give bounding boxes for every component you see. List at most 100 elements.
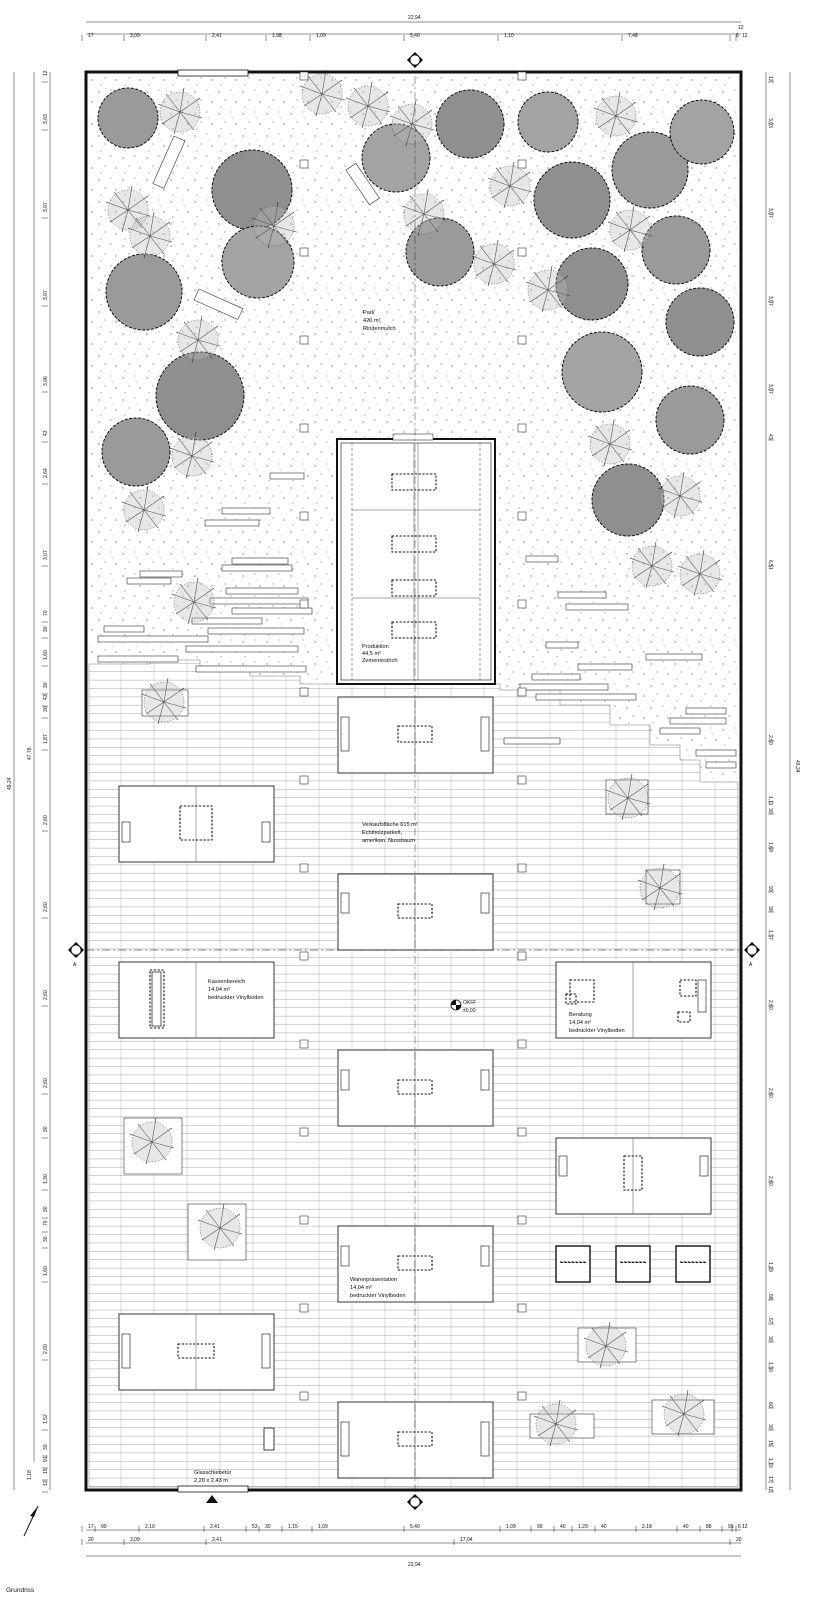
dimension-label: 1,09 [318,1524,328,1530]
north-arrow [23,1505,39,1537]
dimension-label: 3,07 [767,208,773,218]
dimension-label: 53 [252,1524,258,1530]
dim-left-outer: 49,24 [7,777,13,790]
dimension-label: 1,10 [767,1458,773,1468]
svg-text:44,5 m²: 44,5 m² [362,651,381,657]
label-presentation: Warenpräsentation 14,04 m² bedruckter Vi… [350,1277,406,1299]
dimension-label: 93 [767,886,773,892]
dim-top-total: 22,94 [408,15,421,21]
island-7 [337,1401,494,1479]
svg-text:Park: Park [363,310,375,316]
drawing-title: Grundriss [6,1587,35,1594]
dimension-label: 91 [43,1456,49,1462]
dimension-label: 40 [683,1524,689,1530]
dimension-label: 1,30 [767,1362,773,1372]
dimension-label: 1,52 [43,1414,49,1424]
presentation-room [337,1225,494,1303]
svg-text:Rindenmulch: Rindenmulch [363,326,396,332]
dimension-label: 30 [767,906,773,912]
dimension-label: 30 [43,682,49,688]
dimension-label: 17,04 [460,1537,473,1543]
dimension-label: 12 [43,70,49,76]
dimension-label: 1,11 [767,796,773,806]
park-trees [97,69,735,625]
dimension-label: 30 [767,1424,773,1430]
dimension-label: 5,40 [410,1524,420,1530]
dimension-label: 3,07 [767,384,773,394]
label-consulting: Beratung 14,04 m² bedruckter Vinylboden [569,1012,625,1034]
checkout-room [118,961,275,1039]
svg-text:bedruckter Vinylboden: bedruckter Vinylboden [350,1293,406,1299]
dimension-label: 17 [88,1524,94,1530]
svg-text:Kassenbereich: Kassenbereich [208,979,245,985]
dimension-label: 2,60 [43,902,49,912]
label-sliding-door: Glasschiebetür 2,20 x 2,43 m [194,1470,231,1484]
dimension-label: 30 [43,1444,49,1450]
svg-text:14,04 m²: 14,04 m² [569,1020,591,1026]
section-mark-bottom [407,1494,423,1510]
dimension-label: 70 [43,610,49,616]
svg-text:OKFF: OKFF [463,1000,476,1006]
svg-text:A: A [73,962,77,968]
level-marker: OKFF ±0,00 [450,999,476,1014]
dimension-label: 12 [767,76,773,82]
display-cubes [555,1245,711,1283]
svg-text:Zementestrich: Zementestrich [362,658,397,664]
dimension-label: 67 [767,1318,773,1324]
dimension-label: 2,60 [43,815,49,825]
svg-text:Verkaufsfläche 615 m²: Verkaufsfläche 615 m² [362,822,418,828]
dimension-label: 2,41 [210,1524,220,1530]
svg-text:Echtholzparkett,: Echtholzparkett, [362,830,403,836]
entrance-arrow [206,1495,218,1503]
dimension-label: 30 [43,1236,49,1242]
dimension-label: 12 [742,1524,748,1530]
dimension-label: 3,03 [767,118,773,128]
dimension-label: 7,48 [628,33,638,39]
svg-text:amerikan. Nussbaum: amerikan. Nussbaum [362,838,415,844]
dimension-label: 2,60 [767,1176,773,1186]
dim-left-row: 123,033,073,073,06432,643,0770301,603043… [42,70,49,1493]
dimension-label: 2,60 [767,1088,773,1098]
dimension-label: 17 [767,1476,773,1482]
dimension-label: 1,10 [504,33,514,39]
dimension-label: 3,09 [130,33,140,39]
label-park: Park 420 m² Rindenmulch [363,310,396,332]
dimension-label: 30 [767,1336,773,1342]
island-6 [118,1313,275,1391]
dimension-label: 15 [767,1440,773,1446]
svg-text:±0,00: ±0,00 [463,1008,476,1014]
dimension-label: 12 [43,1480,49,1486]
svg-text:2,20 x 2,43 m: 2,20 x 2,43 m [194,1478,228,1484]
dimension-label: 1,30 [43,1174,49,1184]
dimension-label: 30 [767,808,773,814]
dimension-label: 5,40 [410,33,420,39]
dim-left-bottom: 1,18 [27,1470,33,1480]
planters [123,677,715,1447]
dimension-label: 2,60 [767,1000,773,1010]
section-mark-right: A [744,942,760,968]
dimension-label: 88 [706,1524,712,1530]
svg-text:Produktion: Produktion [362,644,389,650]
dimension-label: 99 [101,1524,107,1530]
svg-text:420 m²: 420 m² [363,318,381,324]
display-islands [118,696,712,1479]
dimension-label: 20 [88,1537,94,1543]
dimension-label: 1,60 [43,1266,49,1276]
dimension-label: 2,41 [212,1537,222,1543]
dimension-label: 2,60 [43,990,49,1000]
label-checkout: Kassenbereich 14,04 m² bedruckter Vinylb… [208,979,264,1001]
dimension-label: 30 [265,1524,271,1530]
dimension-label: 20 [736,1537,742,1543]
dim-top-extra: 12 [738,25,744,31]
dimension-label: 70 [43,1220,49,1226]
dimension-label: 12 [742,33,748,39]
dimension-label: 6 [738,1524,741,1530]
dimension-label: 68 [767,1294,773,1300]
dimension-label: 17 [88,33,94,39]
